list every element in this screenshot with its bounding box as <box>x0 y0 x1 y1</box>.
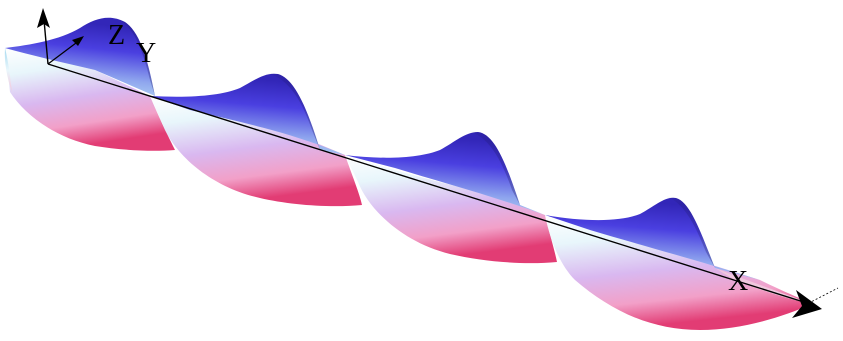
crest-3-shade <box>466 131 520 205</box>
crest-1 <box>5 17 155 97</box>
crest-4 <box>545 197 760 280</box>
trailing-edge-4 <box>715 268 812 304</box>
z-axis-line <box>43 19 49 65</box>
y-axis-arrow <box>72 36 84 46</box>
crest-1-shade <box>110 16 155 96</box>
trough-2 <box>150 96 362 207</box>
y-axis-line <box>47 39 81 65</box>
y-axis-label: Y <box>136 38 156 69</box>
wave-segment-1 <box>4 16 175 151</box>
leading-edge-1 <box>4 48 12 92</box>
z-axis-arrow <box>37 8 50 28</box>
wave-segment-2 <box>150 73 362 207</box>
wave-segment-3 <box>345 131 557 264</box>
x-axis-label: X <box>728 266 748 297</box>
x-axis-extension <box>804 287 839 306</box>
z-axis-label: Z <box>108 20 125 51</box>
trough-3 <box>345 155 557 264</box>
trough-4 <box>545 215 812 330</box>
axes <box>37 8 839 318</box>
crest-4-shade <box>664 196 715 268</box>
trough-1 <box>5 48 175 151</box>
wave-surface <box>4 16 812 330</box>
crest-2-shade <box>265 73 320 150</box>
x-axis-arrow <box>792 290 822 318</box>
wave-segment-4 <box>545 196 812 330</box>
x-axis-line <box>47 63 811 305</box>
